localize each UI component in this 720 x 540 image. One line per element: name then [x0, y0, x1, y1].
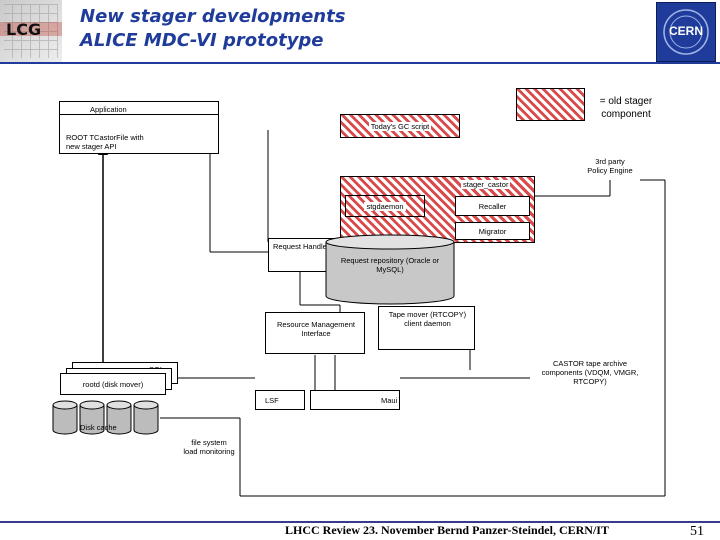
- castor-archive-line-1: CASTOR tape archive: [552, 359, 628, 368]
- castor-archive-box: CASTOR tape archive components (VDQM, VM…: [530, 356, 650, 400]
- lcg-logo-text: LCG: [6, 20, 42, 39]
- request-handler-label: Request Handler: [273, 242, 330, 251]
- fs-monitor-line-1: file system: [191, 438, 227, 447]
- disk-cylinder-2: [79, 400, 105, 435]
- resource-management-line-2: Interface: [301, 329, 331, 338]
- footer-text: LHCC Review 23. November Bernd Panzer-St…: [285, 523, 609, 537]
- lcg-logo: LCG: [0, 0, 62, 62]
- stager-castor-label: stager_castor: [461, 180, 511, 189]
- policy-engine-box: 3rd party Policy Engine: [580, 154, 640, 180]
- page-number: 51: [690, 524, 704, 539]
- stgdaemon-box: stgdaemon: [345, 195, 425, 217]
- recaller-label: Recaller: [478, 201, 507, 211]
- disk-cache-label: Disk cache: [80, 423, 117, 432]
- tape-mover-line-1: Tape mover (RTCOPY): [388, 310, 467, 319]
- resource-management-line-1: Resource Management: [277, 320, 355, 329]
- policy-engine-line-2: Policy Engine: [587, 166, 633, 175]
- rootd-label: rootd (disk mover): [82, 379, 144, 389]
- legend-text-line-2: component: [601, 109, 651, 120]
- disk-cache-cylinders: [52, 400, 159, 435]
- api-arrow: [98, 145, 108, 380]
- todays-gc-script-box: Today's GC script: [340, 114, 460, 138]
- cern-logo-rings-icon: [663, 9, 709, 55]
- request-repository-top: [325, 234, 455, 250]
- header-rule: [0, 62, 720, 64]
- application-box: Application ROOT TCastorFile with new st…: [59, 101, 219, 154]
- request-repository-line-1: Request repository (Oracle or: [340, 256, 440, 265]
- recaller-box: Recaller: [455, 196, 530, 216]
- application-divider: [59, 114, 219, 115]
- migrator-label: Migrator: [478, 226, 507, 236]
- request-repository-cylinder: [325, 234, 455, 305]
- migrator-box: Migrator: [455, 222, 530, 240]
- cern-logo: CERN: [656, 2, 716, 62]
- lsf-box: LSF: [255, 390, 305, 410]
- legend-text-line-1: = old stager: [599, 96, 653, 107]
- root-tcastor-line-1: ROOT TCastorFile with: [66, 133, 144, 142]
- title-line-2: ALICE MDC-VI prototype: [80, 30, 324, 51]
- application-label: Application: [90, 105, 127, 114]
- title-line-1: New stager developments: [80, 6, 346, 27]
- resource-management-box: Resource Management Interface: [265, 312, 365, 354]
- logo-red-bar: [0, 22, 62, 36]
- tape-mover-box: Tape mover (RTCOPY) client daemon: [378, 306, 475, 350]
- castor-archive-line-3: RTCOPY): [573, 377, 607, 386]
- disk-cylinder-3: [106, 400, 132, 435]
- request-repository-line-2: MySQL): [376, 265, 404, 274]
- policy-engine-line-1: 3rd party: [595, 157, 625, 166]
- maui-box: Maui: [310, 390, 400, 410]
- request-repository-body: [325, 242, 455, 305]
- castor-archive-line-2: components (VDQM, VMGR,: [541, 368, 639, 377]
- logo-grid-decoration: [4, 4, 58, 58]
- disk-cylinder-4: [133, 400, 159, 435]
- legend-old-component-swatch: [516, 88, 585, 121]
- lsf-label: LSF: [265, 396, 279, 405]
- stgdaemon-label: stgdaemon: [364, 201, 406, 211]
- maui-label: Maui: [381, 396, 398, 405]
- rootd-box: rootd (disk mover): [60, 373, 166, 395]
- disk-cylinder-1: [52, 400, 78, 435]
- root-tcastor-line-2: new stager API: [66, 142, 117, 151]
- tape-mover-line-2: client daemon: [404, 319, 451, 328]
- connector-lines: [160, 130, 666, 497]
- cern-logo-text: CERN: [668, 24, 703, 38]
- fs-monitor-line-2: load monitoring: [183, 447, 235, 456]
- todays-gc-script-label: Today's GC script: [368, 121, 432, 131]
